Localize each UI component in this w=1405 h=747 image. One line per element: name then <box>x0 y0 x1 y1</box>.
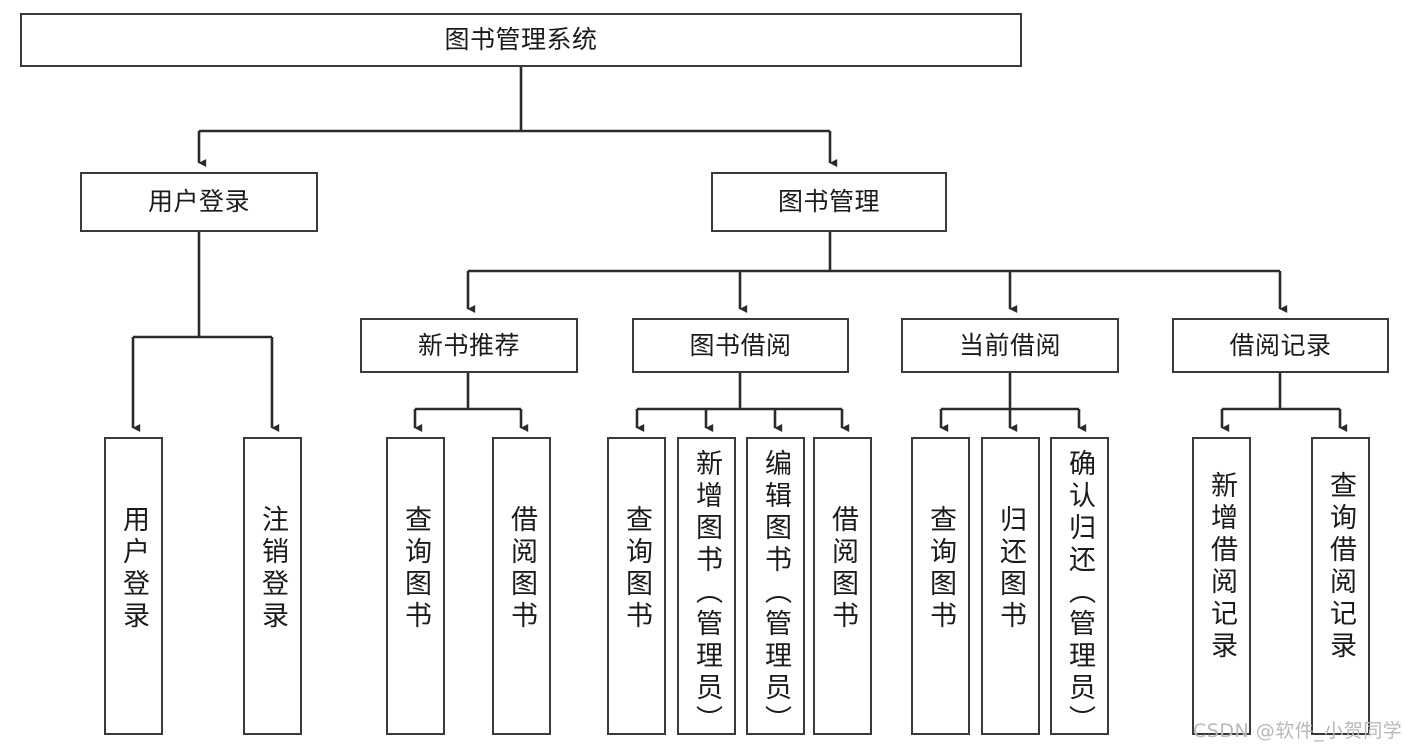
node-book-borrow[interactable]: 图书借阅 <box>632 318 849 373</box>
node-label: 查询图书 <box>621 505 652 633</box>
leaf-borrow-book-recommend[interactable]: 借阅图书 <box>492 437 551 735</box>
leaf-logout[interactable]: 注销登录 <box>243 437 302 735</box>
leaf-confirm-return-admin[interactable]: 确认归还（管理员） <box>1050 437 1109 735</box>
node-label: 新增借阅记录 <box>1206 471 1237 663</box>
node-label: 图书管理系统 <box>444 25 598 55</box>
node-borrow-record[interactable]: 借阅记录 <box>1172 318 1389 373</box>
node-new-book-recommend[interactable]: 新书推荐 <box>360 318 578 373</box>
node-label: 注销登录 <box>257 505 288 633</box>
node-label: 用户登录 <box>147 187 250 217</box>
node-label: 查询图书 <box>400 505 431 633</box>
node-label: 借阅记录 <box>1229 330 1332 360</box>
node-label: 确认归还（管理员） <box>1064 449 1095 735</box>
node-current-borrow[interactable]: 当前借阅 <box>901 318 1119 373</box>
node-label: 当前借阅 <box>958 330 1061 360</box>
node-label: 归还图书 <box>995 505 1026 633</box>
leaf-query-book-recommend[interactable]: 查询图书 <box>386 437 445 735</box>
node-book-management[interactable]: 图书管理 <box>711 172 947 232</box>
leaf-borrow-book[interactable]: 借阅图书 <box>813 437 872 735</box>
node-label: 用户登录 <box>118 505 149 633</box>
leaf-add-book-admin[interactable]: 新增图书（管理员） <box>677 437 736 735</box>
node-label: 查询图书 <box>925 505 956 633</box>
node-root-system[interactable]: 图书管理系统 <box>20 13 1022 67</box>
leaf-add-borrow-record[interactable]: 新增借阅记录 <box>1192 437 1251 735</box>
node-label: 新书推荐 <box>417 330 520 360</box>
leaf-edit-book-admin[interactable]: 编辑图书（管理员） <box>746 437 805 735</box>
leaf-query-book-borrow[interactable]: 查询图书 <box>607 437 666 735</box>
node-user-login[interactable]: 用户登录 <box>80 172 318 232</box>
leaf-return-book[interactable]: 归还图书 <box>981 437 1040 735</box>
leaf-query-borrow-record[interactable]: 查询借阅记录 <box>1311 437 1370 735</box>
node-label: 图书借阅 <box>689 330 792 360</box>
node-label: 借阅图书 <box>827 505 858 633</box>
leaf-query-book-current[interactable]: 查询图书 <box>911 437 970 735</box>
node-label: 查询借阅记录 <box>1325 471 1356 663</box>
node-label: 图书管理 <box>777 187 880 217</box>
node-label: 编辑图书（管理员） <box>760 449 791 735</box>
csdn-watermark: CSDN @软件_小贺同学 <box>1193 720 1403 742</box>
node-label: 借阅图书 <box>506 505 537 633</box>
node-label: 新增图书（管理员） <box>691 449 722 735</box>
leaf-user-login[interactable]: 用户登录 <box>104 437 163 735</box>
